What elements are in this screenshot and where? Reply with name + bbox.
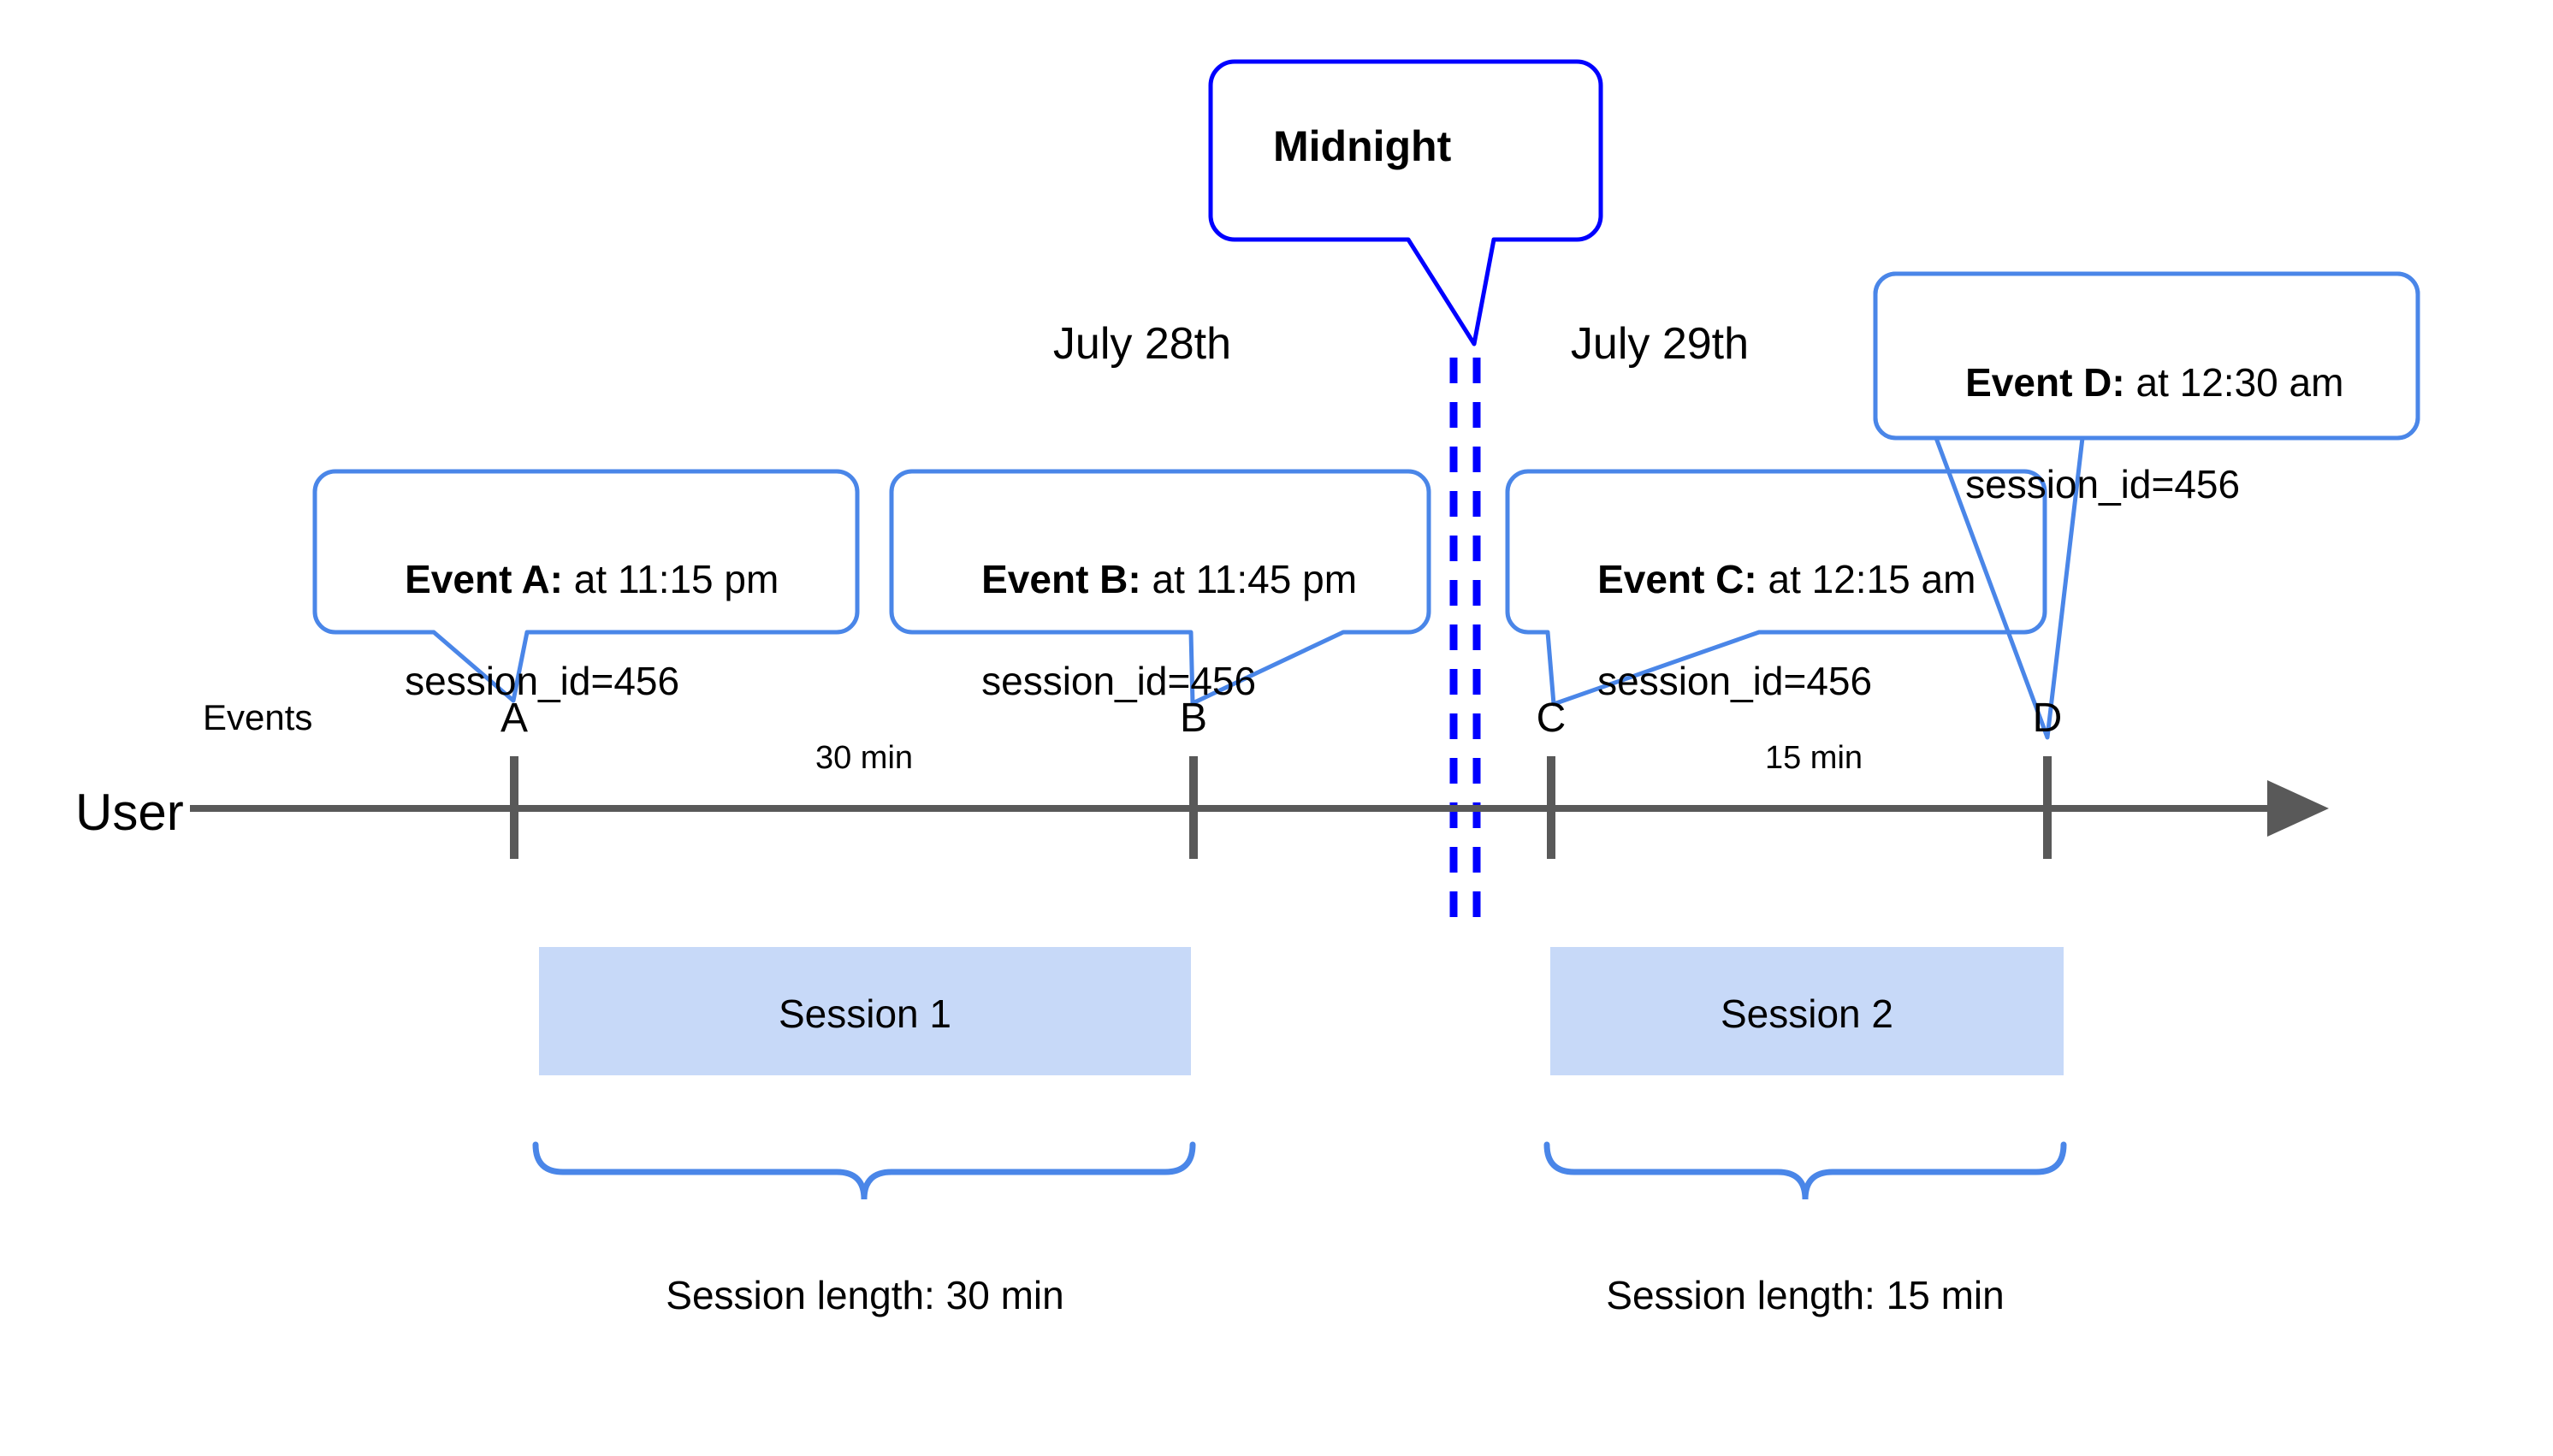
event-a-callout-shape bbox=[312, 469, 860, 703]
event-c-key: Event C: bbox=[1597, 556, 1757, 601]
event-b-session: session_id=456 bbox=[981, 659, 1257, 704]
event-a-detail: at 11:15 pm bbox=[563, 556, 779, 601]
row-label-events: Events bbox=[203, 697, 313, 737]
session-1-label: Session 1 bbox=[778, 991, 951, 1036]
event-a-callout-text: Event A: at 11:15 pm session_id=456 bbox=[361, 503, 779, 759]
event-c-session: session_id=456 bbox=[1597, 659, 1873, 704]
session-braces bbox=[532, 1141, 2067, 1200]
session-2-label: Session 2 bbox=[1720, 991, 1893, 1036]
event-d-key: Event D: bbox=[1965, 359, 2125, 405]
event-b-callout-text: Event B: at 11:45 pm session_id=456 bbox=[938, 503, 1357, 759]
session-bars bbox=[539, 947, 2064, 1075]
event-d-detail: at 12:30 am bbox=[2124, 359, 2344, 405]
event-c-callout-shape bbox=[1505, 469, 2047, 707]
event-marker-label-c: C bbox=[1536, 695, 1567, 741]
event-c-detail: at 12:15 am bbox=[1756, 556, 1976, 601]
event-b-key: Event B: bbox=[981, 556, 1141, 601]
gap-label-a-to-b: 30 min bbox=[814, 740, 914, 776]
date-label-july-29: July 29th bbox=[1570, 319, 1750, 369]
midnight-callout-shape bbox=[1208, 59, 1603, 346]
event-d-session: session_id=456 bbox=[1965, 462, 2241, 507]
row-label-user: User bbox=[75, 784, 184, 841]
session-1-bar bbox=[539, 947, 1191, 1075]
midnight-dashed-lines bbox=[1449, 358, 1481, 924]
midnight-label: Midnight bbox=[1273, 122, 1452, 170]
event-a-session: session_id=456 bbox=[405, 659, 680, 704]
session-2-bar bbox=[1550, 947, 2064, 1075]
session-2-brace bbox=[1543, 1141, 2067, 1200]
date-label-july-28: July 28th bbox=[1052, 319, 1232, 369]
timeline-axis bbox=[190, 780, 2329, 837]
event-marker-label-b: B bbox=[1179, 695, 1207, 741]
gap-label-c-to-d: 15 min bbox=[1764, 740, 1863, 776]
event-d-callout-text: Event D: at 12:30 am session_id=456 bbox=[1922, 306, 2343, 562]
timeline-event-markers bbox=[510, 756, 2052, 859]
event-c-callout-text: Event C: at 12:15 am session_id=456 bbox=[1554, 503, 1975, 759]
event-b-callout-shape bbox=[889, 469, 1431, 706]
session-1-brace bbox=[532, 1141, 1196, 1200]
event-marker-label-d: D bbox=[2032, 695, 2063, 741]
session-1-length-label: Session length: 30 min bbox=[666, 1273, 1064, 1317]
session-2-length-label: Session length: 15 min bbox=[1606, 1273, 2005, 1317]
event-marker-label-a: A bbox=[500, 695, 528, 741]
event-b-detail: at 11:45 pm bbox=[1140, 556, 1358, 601]
event-d-callout-shape bbox=[1873, 271, 2420, 740]
event-a-key: Event A: bbox=[405, 556, 564, 601]
